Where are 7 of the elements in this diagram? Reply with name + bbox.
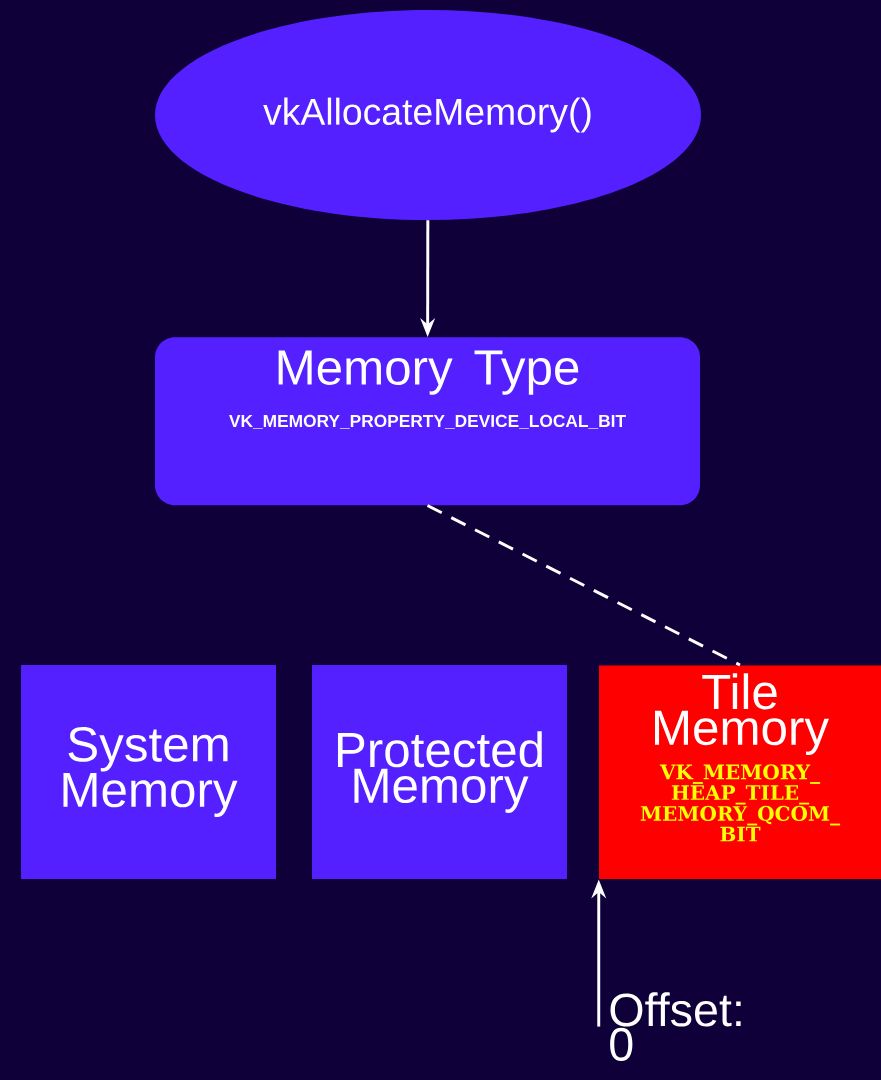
offset-label: Offset: 0 — [610, 992, 741, 1061]
memory-box: Protected Memory — [312, 665, 567, 879]
ellipse-node: vkAllocateMemory() — [155, 10, 701, 220]
memory-box: System Memory — [21, 665, 276, 879]
memory-box: Tile Memory VK_MEMORY_HEAP_TILE_MEMORY_QCOM_BIT — [599, 665, 881, 880]
process-box: Memory Type VK_MEMORY_PROPERTY_DEVICE_LOCAL_BIT — [155, 337, 700, 506]
dashed-connector — [426, 504, 741, 667]
